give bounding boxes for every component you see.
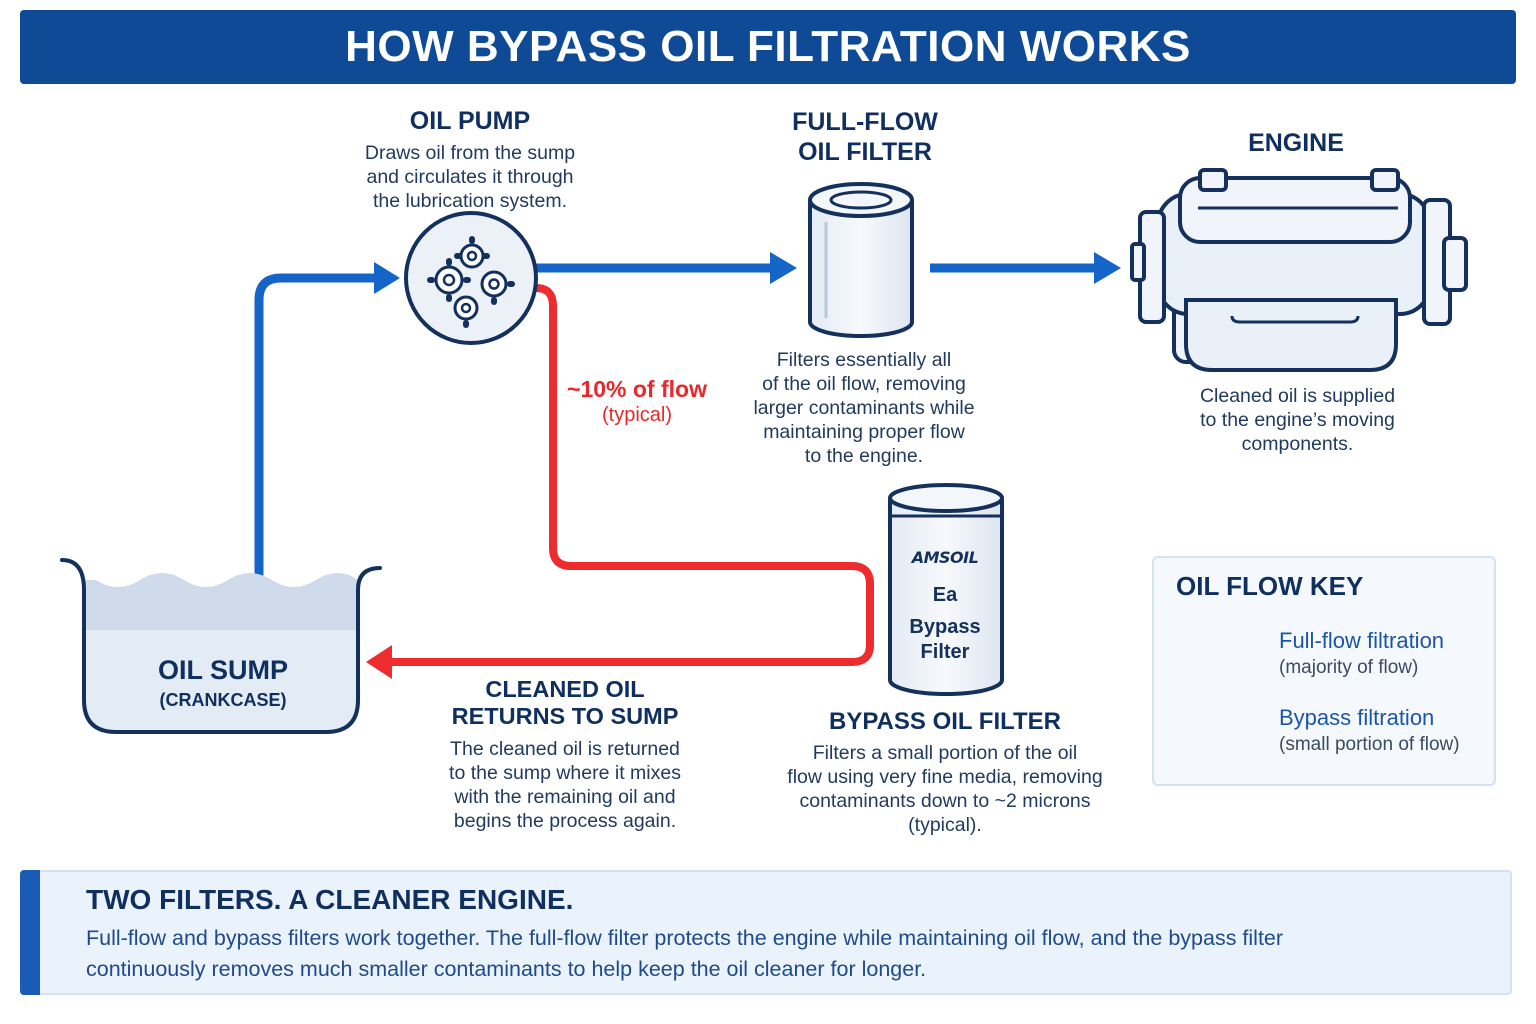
key-full-flow-label: Full-flow filtration — [1279, 628, 1445, 653]
bypass-flow-line — [386, 284, 874, 666]
title-bar: HOW BYPASS OIL FILTRATION WORKS — [20, 10, 1516, 84]
cleaned-oil-description: The cleaned oil is returned to the sump … — [449, 738, 681, 832]
can-label-line-3: Filter — [920, 641, 970, 663]
key-full-flow-sub: (majority of flow) — [1279, 657, 1419, 678]
arrow-to-sump — [366, 645, 392, 679]
amsoil-logo: AMSOIL — [911, 548, 979, 567]
bypass-filter-icon — [888, 483, 1004, 696]
full-flow-filter-icon — [808, 182, 914, 338]
engine-description: Cleaned oil is supplied to the engine’s … — [1199, 385, 1396, 455]
summary-panel — [20, 870, 1512, 995]
bypass-filter-title: BYPASS OIL FILTER — [828, 708, 1062, 735]
full-flow-filter-description: Filters essentially all of the oil flow,… — [753, 349, 975, 467]
engine-title: ENGINE — [1248, 129, 1344, 157]
oil-sump-title: OIL SUMP — [157, 655, 289, 685]
key-bypass-sub: (small portion of flow) — [1279, 734, 1460, 755]
bypass-flow-label: ~10% of flow (typical) — [567, 376, 707, 426]
page-title: HOW BYPASS OIL FILTRATION WORKS — [345, 22, 1191, 71]
oil-flow-key — [1152, 556, 1496, 786]
sump-to-pump-line — [254, 273, 378, 584]
oil-sump-icon — [60, 558, 382, 734]
arrow-to-pump — [374, 262, 400, 294]
arrow-to-full-flow-filter — [770, 252, 797, 284]
can-label-line-1: Ea — [932, 584, 958, 606]
full-flow-filter-title: FULL-FLOW OIL FILTER — [792, 108, 938, 166]
oil-pump-title: OIL PUMP — [409, 107, 531, 135]
summary-accent-bar — [20, 870, 40, 995]
summary-text: Full-flow and bypass filters work togeth… — [86, 926, 1284, 981]
oil-pump-description: Draws oil from the sump and circulates i… — [364, 142, 576, 212]
oil-sump-subtitle: (CRANKCASE) — [159, 690, 287, 710]
key-title: OIL FLOW KEY — [1176, 571, 1364, 601]
summary-title: TWO FILTERS. A CLEANER ENGINE. — [86, 884, 574, 915]
arrow-to-engine — [1094, 252, 1121, 284]
cleaned-oil-title: CLEANED OIL RETURNS TO SUMP — [451, 676, 679, 729]
can-label-line-2: Bypass — [909, 616, 981, 638]
engine-icon — [1130, 168, 1468, 372]
oil-pump-icon — [404, 211, 538, 345]
key-bypass-label: Bypass filtration — [1279, 705, 1435, 730]
bypass-filter-description: Filters a small portion of the oil flow … — [787, 742, 1103, 836]
